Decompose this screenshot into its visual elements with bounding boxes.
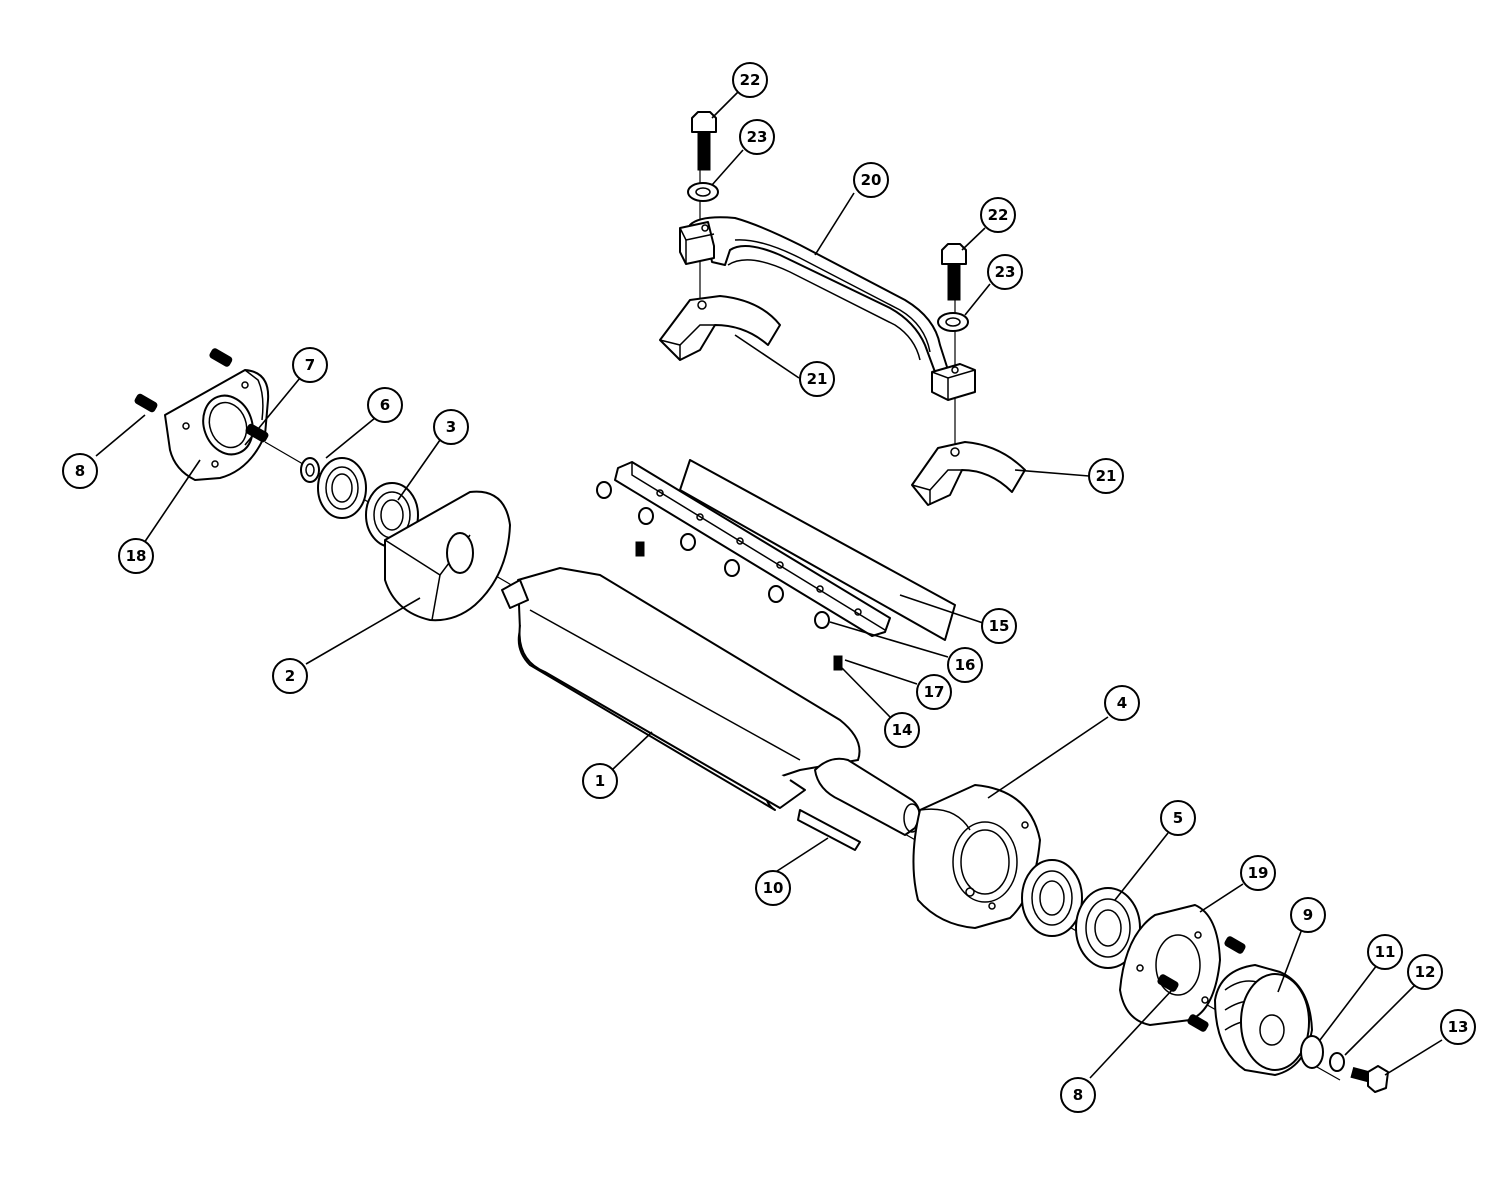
part-gib-screws (596, 481, 830, 629)
part-clamp-block-upper (659, 295, 781, 361)
callout-label: 15 (989, 617, 1010, 635)
part-bolt-right (941, 243, 967, 301)
callout-label: 7 (305, 356, 315, 374)
callout-19: 19 (1240, 855, 1276, 891)
part-clamp-block-lower (911, 441, 1026, 506)
callout-label: 3 (446, 418, 456, 436)
callout-22-right: 22 (980, 197, 1016, 233)
part-small-washer-left (300, 457, 320, 483)
part-handle-bar (679, 216, 976, 401)
callout-10: 10 (755, 870, 791, 906)
callout-2: 2 (272, 658, 308, 694)
callout-4: 4 (1104, 685, 1140, 721)
callout-label: 9 (1303, 906, 1313, 924)
callout-1: 1 (582, 763, 618, 799)
callout-label: 21 (807, 370, 828, 388)
part-cutter-head (501, 567, 921, 851)
callout-21-lower: 21 (1088, 458, 1124, 494)
part-bolt-left (691, 111, 717, 171)
part-end-plate-left (164, 369, 270, 481)
part-spring-b (833, 655, 843, 671)
part-pulley (1214, 964, 1313, 1076)
part-bearing-right-a (1021, 859, 1083, 937)
callout-label: 2 (285, 667, 295, 685)
callout-label: 4 (1117, 694, 1127, 712)
callout-label: 5 (1173, 809, 1183, 827)
callout-8-right: 8 (1060, 1077, 1096, 1113)
part-knife-gib (614, 461, 891, 637)
part-screws-left (134, 348, 269, 443)
callout-14: 14 (884, 712, 920, 748)
part-end-plate-right (1119, 904, 1221, 1026)
callout-label: 22 (988, 206, 1009, 224)
callout-label: 11 (1375, 943, 1396, 961)
callout-9: 9 (1290, 897, 1326, 933)
part-bearing-housing-left (384, 490, 511, 622)
callout-label: 1 (595, 772, 605, 790)
callout-17: 17 (916, 674, 952, 710)
callout-8-left: 8 (62, 453, 98, 489)
callout-label: 12 (1415, 963, 1436, 981)
callout-label: 23 (995, 263, 1016, 281)
callout-label: 16 (955, 656, 976, 674)
callout-label: 6 (380, 396, 390, 414)
callout-3: 3 (433, 409, 469, 445)
callout-20: 20 (853, 162, 889, 198)
callout-11: 11 (1367, 934, 1403, 970)
callout-16: 16 (947, 647, 983, 683)
callout-label: 23 (747, 128, 768, 146)
part-washer-11 (1300, 1035, 1324, 1069)
callout-label: 18 (126, 547, 147, 565)
callout-23-left: 23 (739, 119, 775, 155)
callout-12: 12 (1407, 954, 1443, 990)
callout-label: 8 (75, 462, 85, 480)
callout-label: 19 (1248, 864, 1269, 882)
part-washer-right (937, 312, 969, 332)
part-bolt-13 (1350, 1065, 1389, 1093)
callout-label: 10 (763, 879, 784, 897)
callout-5: 5 (1160, 800, 1196, 836)
callout-label: 21 (1096, 467, 1117, 485)
callout-13: 13 (1440, 1009, 1476, 1045)
part-bearing-housing-right (912, 784, 1041, 929)
part-knife-blade (679, 459, 956, 641)
callout-label: 14 (892, 721, 913, 739)
callout-label: 17 (924, 683, 945, 701)
callout-label: 22 (740, 71, 761, 89)
leader-lines (95, 91, 1443, 1079)
part-washer-left (687, 182, 719, 202)
callout-6: 6 (367, 387, 403, 423)
part-lock-washer-12 (1329, 1052, 1345, 1072)
callout-7: 7 (292, 347, 328, 383)
callout-21-upper: 21 (799, 361, 835, 397)
callout-label: 8 (1073, 1086, 1083, 1104)
callout-label: 20 (861, 171, 882, 189)
part-bearing-left-a (317, 457, 367, 519)
callout-23-right: 23 (987, 254, 1023, 290)
part-spring-a (635, 541, 645, 557)
callout-15: 15 (981, 608, 1017, 644)
callout-18: 18 (118, 538, 154, 574)
part-screws-right (1157, 936, 1246, 1032)
callout-22-left: 22 (732, 62, 768, 98)
callout-label: 13 (1448, 1018, 1469, 1036)
